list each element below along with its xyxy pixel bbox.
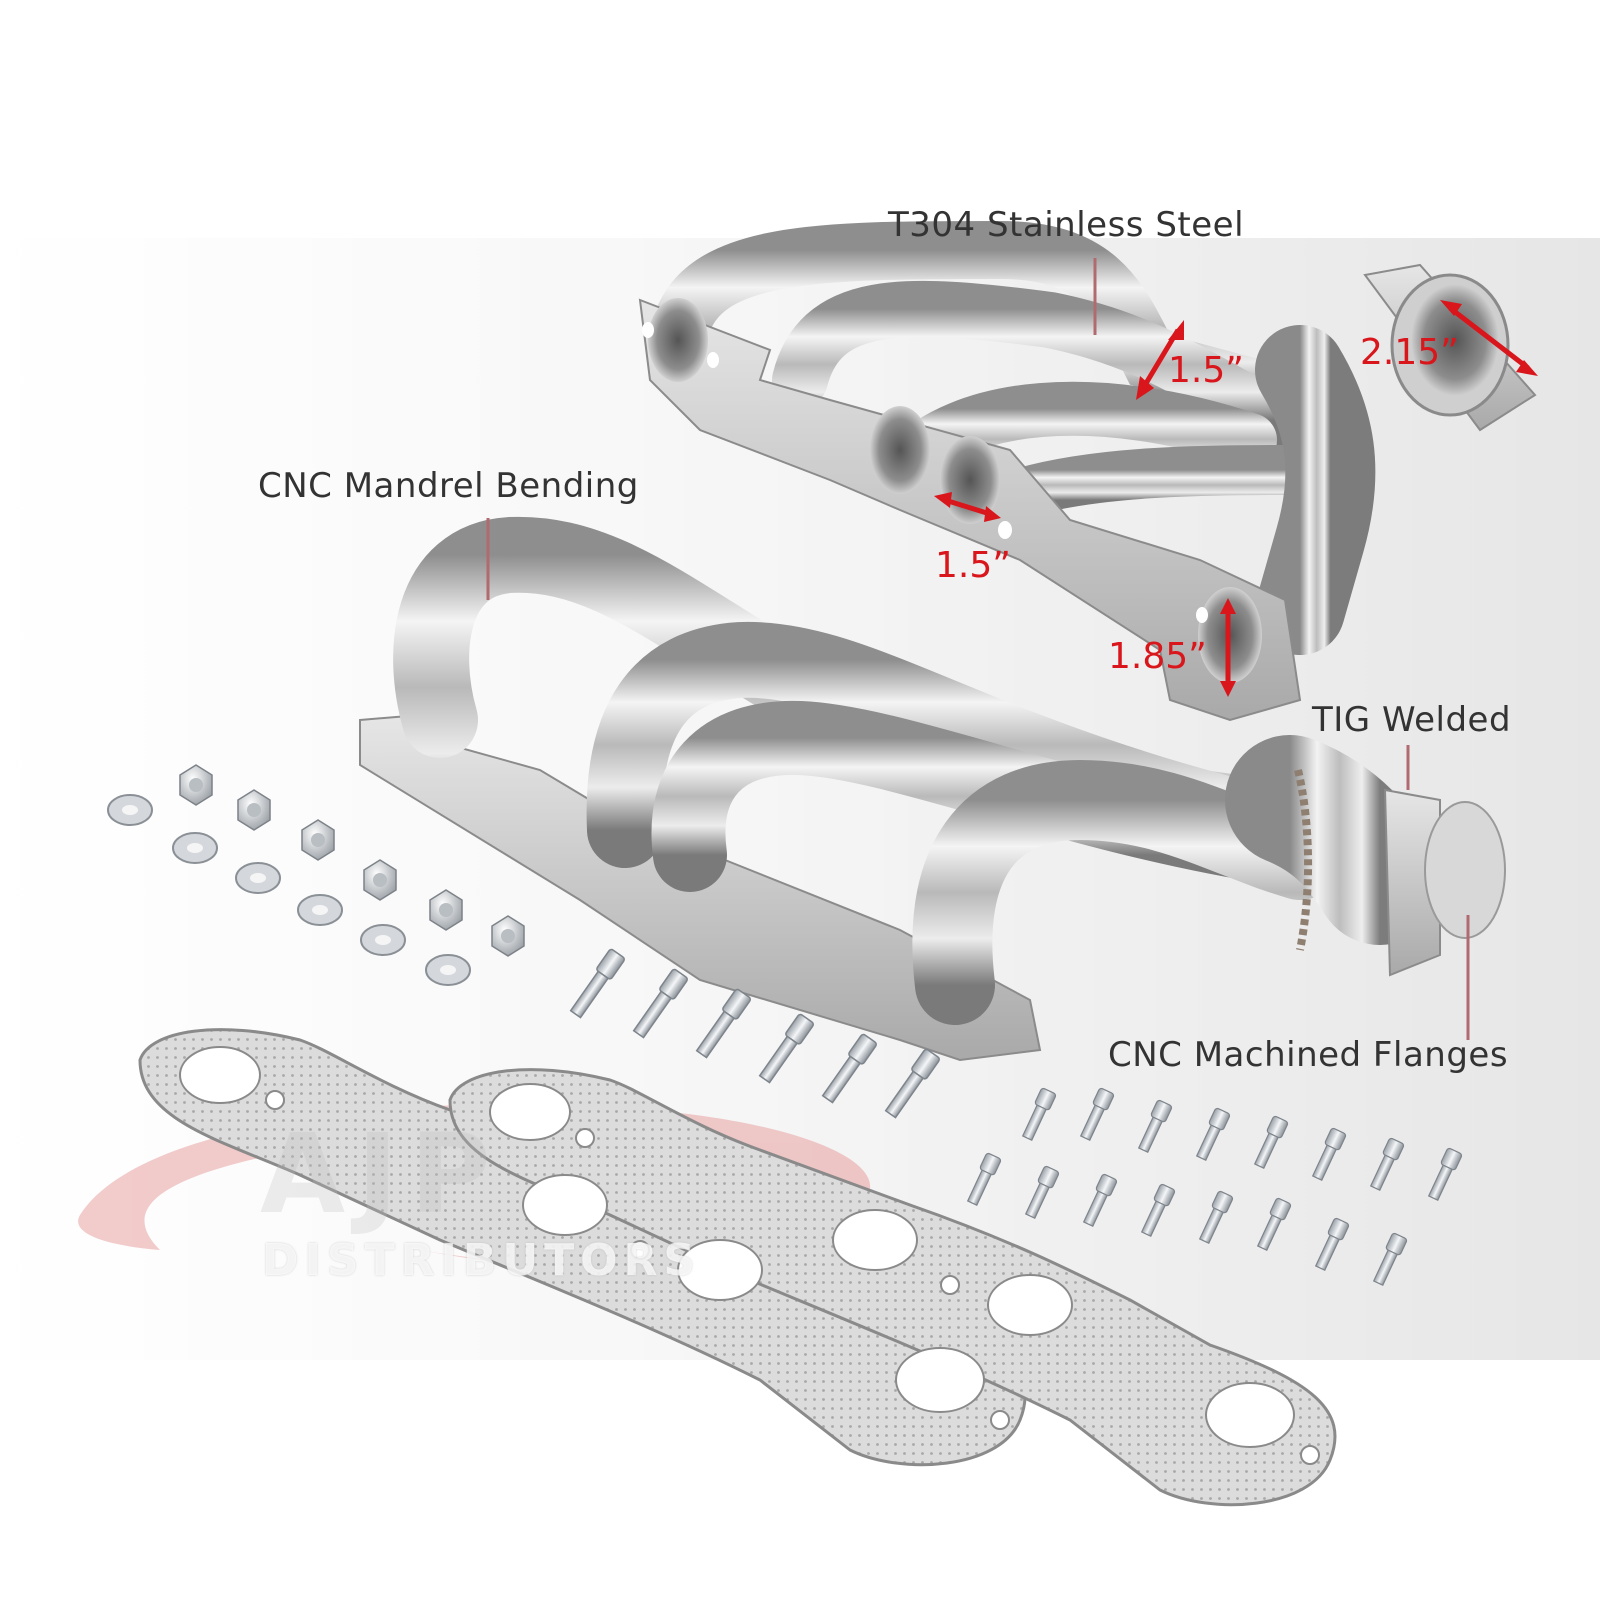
callout-material: T304 Stainless Steel	[888, 205, 1245, 245]
callout-leader-lines	[486, 258, 1470, 1040]
hardware-nuts-washers	[107, 764, 525, 986]
watermark-logo-letters: AJP	[260, 1110, 503, 1238]
header-bottom-view	[359, 516, 1506, 1062]
hardware-small-bolts	[966, 1087, 1463, 1286]
hardware-flange-bolts	[569, 948, 940, 1119]
exhaust-gaskets	[138, 1028, 1337, 1507]
dimension-primary-tube-upper: 1.5”	[1168, 350, 1244, 391]
watermark-company: DISTRIBUTORS	[262, 1235, 702, 1286]
callout-bending: CNC Mandrel Bending	[258, 466, 639, 506]
dimension-collector-outlet: 2.15”	[1360, 332, 1459, 373]
callout-welding: TIG Welded	[1312, 700, 1512, 740]
dimension-arrows	[934, 300, 1538, 697]
callout-flanges: CNC Machined Flanges	[1108, 1035, 1509, 1075]
dimension-port-height: 1.85”	[1108, 636, 1207, 677]
dimension-primary-tube-port: 1.5”	[935, 545, 1011, 586]
